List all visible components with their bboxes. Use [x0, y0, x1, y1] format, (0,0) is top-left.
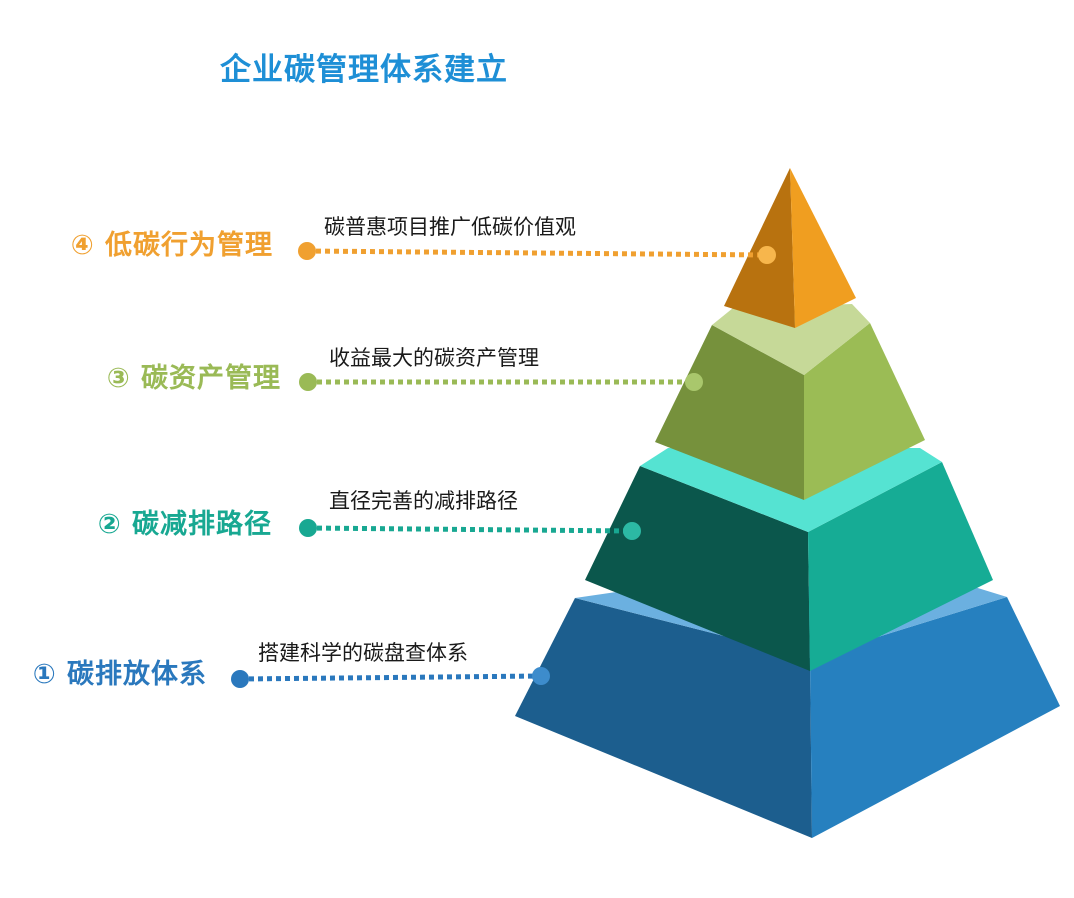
connector-start-dot: [298, 242, 316, 260]
level-2-description: 直径完善的减排路径: [329, 489, 518, 513]
connector-start-dot: [299, 519, 317, 537]
connector-start-dot: [231, 670, 249, 688]
connector-level-1: [231, 667, 550, 688]
pyramid-tier-3: [655, 304, 925, 500]
page-title: 企业碳管理体系建立: [220, 52, 508, 88]
connector-level-3: [299, 373, 703, 391]
level-1-label: ① 碳排放体系: [33, 658, 207, 690]
connector-end-dot: [532, 667, 550, 685]
level-3-description: 收益最大的碳资产管理: [329, 346, 539, 370]
connector-start-dot: [299, 373, 317, 391]
level-3-label: ③ 碳资产管理: [107, 363, 281, 394]
connector-level-4: [298, 242, 776, 264]
connector-end-dot: [758, 246, 776, 264]
connector-end-dot: [685, 373, 703, 391]
level-1-description: 搭建科学的碳盘查体系: [258, 641, 468, 665]
level-2-label: ② 碳减排路径: [98, 508, 272, 540]
connector-end-dot: [623, 522, 641, 540]
level-4-label: ④ 低碳行为管理: [71, 229, 273, 261]
connector-level-2: [299, 519, 641, 540]
pyramid-tier-4: [724, 168, 856, 328]
level-4-description: 碳普惠项目推广低碳价值观: [324, 215, 576, 239]
